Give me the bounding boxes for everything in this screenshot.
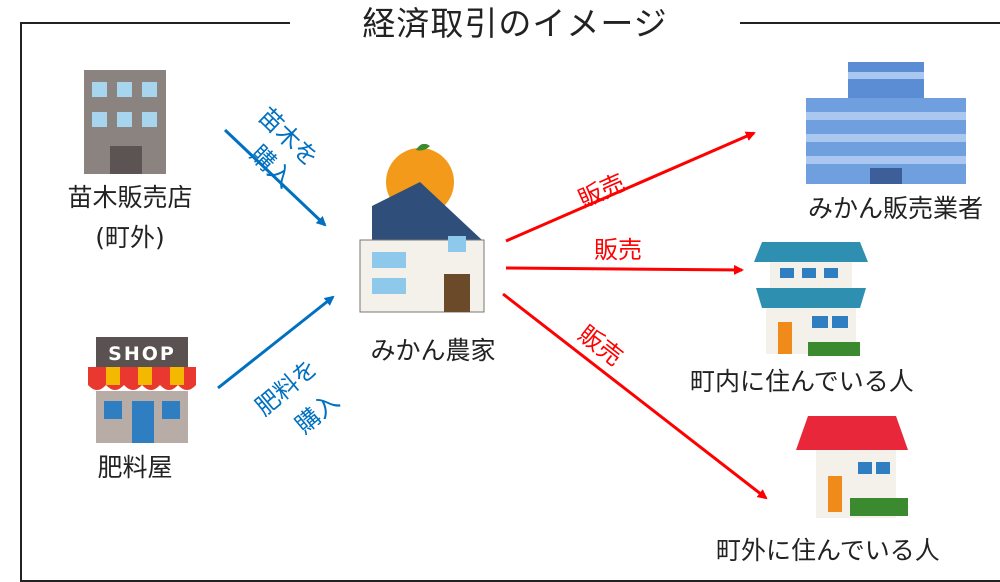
arrow-sell-resident-out xyxy=(502,292,768,500)
company-building-icon xyxy=(806,62,966,184)
seedling-shop-sublabel: (町外) xyxy=(95,223,165,252)
resident-in-label: 町内に住んでいる人 xyxy=(690,367,914,396)
house-icon xyxy=(796,416,908,518)
farmer-label: みかん農家 xyxy=(370,336,496,365)
diagram-title: 経済取引のイメージ xyxy=(290,2,740,46)
arrow-buy-seedling xyxy=(223,128,327,227)
vendor-label: みかん販売業者 xyxy=(808,194,984,223)
farm-house-icon xyxy=(359,144,485,313)
seedling-shop-label: 苗木販売店 xyxy=(67,183,193,212)
fertilizer-shop-label: 肥料屋 xyxy=(97,453,173,482)
shop-icon: SHOP xyxy=(88,337,196,443)
shop-sign-text: SHOP xyxy=(108,343,176,365)
arrow-layer xyxy=(217,128,768,500)
two-story-house-icon xyxy=(754,242,868,356)
sell-resident-in-label: 販売 xyxy=(594,236,642,264)
arrow-sell-resident-in xyxy=(505,264,744,275)
resident-out-label: 町外に住んでいる人 xyxy=(716,536,940,565)
office-building-icon xyxy=(84,70,166,174)
arrow-sell-vendor xyxy=(505,131,756,243)
arrow-buy-fertilizer xyxy=(217,295,335,390)
